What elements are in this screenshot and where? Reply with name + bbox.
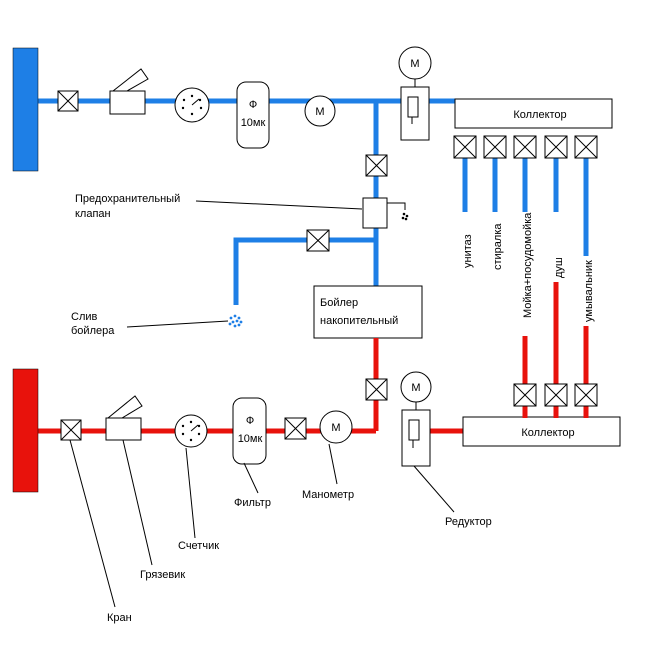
- hot-outlet-valve[interactable]: [544, 383, 568, 407]
- label-drain-line2: бойлера: [71, 325, 115, 337]
- hot-filter: Ф 10мк: [232, 397, 267, 465]
- label-tap: Кран: [107, 612, 132, 624]
- cold-collector: Коллектор: [454, 98, 613, 129]
- boiler: Бойлер накопительный: [313, 285, 423, 339]
- drain-icon: [228, 314, 243, 328]
- label-drain-line1: Слив: [71, 311, 98, 323]
- hot-reducer-gauge-letter: М: [411, 382, 420, 394]
- outlet-label-shower: душ: [553, 257, 565, 278]
- outlet-label-washbasin: умывальник: [583, 260, 595, 322]
- hot-water-meter: [174, 414, 208, 448]
- boiler-inlet-valve[interactable]: [365, 154, 388, 177]
- label-mud-trap: Грязевик: [140, 569, 185, 581]
- cold-collector-label: Коллектор: [513, 109, 566, 121]
- hot-gauge-letter: М: [331, 422, 340, 434]
- boiler-label-1: Бойлер: [320, 297, 358, 309]
- cold-pressure-reducer: М: [398, 46, 432, 141]
- hot-collector-label: Коллектор: [521, 427, 574, 439]
- cold-filter-rating: 10мк: [241, 117, 266, 129]
- cold-outlet-valve[interactable]: [453, 135, 477, 159]
- boiler-label-2: накопительный: [320, 315, 398, 327]
- boiler-outlet-valve[interactable]: [365, 378, 388, 401]
- cold-gauge-letter: М: [315, 106, 324, 118]
- hot-pressure-reducer: М: [400, 371, 432, 467]
- cold-pressure-gauge: М: [304, 95, 336, 127]
- hot-pressure-gauge: М: [319, 410, 353, 444]
- label-gauge: Манометр: [302, 489, 354, 501]
- cold-mud-trap: [109, 68, 149, 115]
- cold-water-line: Ф 10мк М М Коллектор: [12, 46, 613, 328]
- hot-filter-symbol: Ф: [246, 415, 254, 427]
- cold-tap-valve[interactable]: [57, 90, 79, 112]
- hot-collector: Коллектор: [462, 416, 621, 447]
- label-safety-valve-line2: клапан: [75, 208, 111, 220]
- callout-leaders: [69, 200, 455, 608]
- cold-outlet-valve[interactable]: [513, 135, 537, 159]
- cold-outlet-valve[interactable]: [483, 135, 507, 159]
- hot-inlet: [12, 368, 39, 493]
- hot-tap-valve[interactable]: [60, 419, 82, 441]
- safety-valve: [362, 197, 409, 229]
- hot-inline-valve[interactable]: [284, 417, 307, 440]
- cold-filter-symbol: Ф: [249, 99, 257, 111]
- hot-outlet-valve[interactable]: [513, 383, 537, 407]
- hot-mud-trap: [105, 395, 143, 441]
- label-reducer: Редуктор: [445, 516, 492, 528]
- cold-filter: Ф 10мк: [236, 81, 270, 149]
- cold-inlet: [12, 47, 39, 172]
- cold-reducer-gauge-letter: М: [410, 58, 419, 70]
- hot-outlet-valve[interactable]: [574, 383, 598, 407]
- outlet-label-sink-dishwasher: Мойка+посудомойка: [522, 212, 534, 318]
- cold-water-meter: [174, 87, 210, 123]
- label-safety-valve-line1: Предохранительный: [75, 193, 180, 205]
- label-meter: Счетчик: [178, 540, 219, 552]
- hot-filter-rating: 10мк: [238, 433, 263, 445]
- label-filter: Фильтр: [234, 497, 271, 509]
- cold-outlet-valve[interactable]: [574, 135, 598, 159]
- hot-water-line: Ф 10мк М М: [12, 282, 621, 493]
- outlet-label-washer: стиралка: [492, 223, 504, 270]
- cold-outlet-valve[interactable]: [544, 135, 568, 159]
- drain-valve[interactable]: [306, 229, 330, 252]
- outlet-label-toilet: унитаз: [462, 234, 474, 268]
